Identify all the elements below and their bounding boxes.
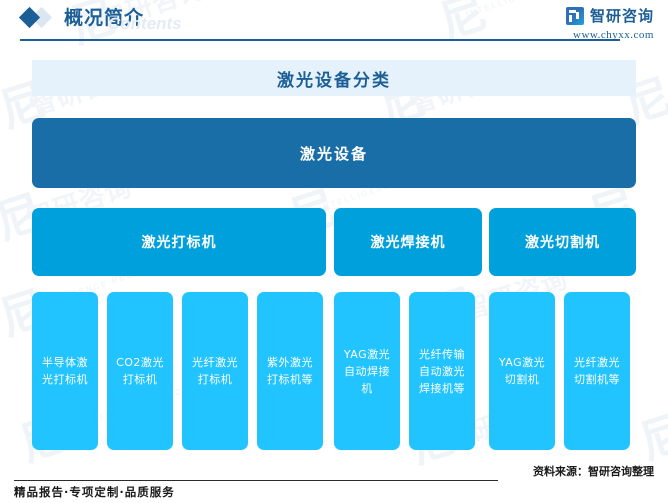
tree-leaf-fiber-welding[interactable]: 光纤传输自动激光焊接机等 xyxy=(409,292,475,450)
tree-leaf-co2-marking[interactable]: CO2激光打标机 xyxy=(107,292,173,450)
header-title-group: 概况简介 xyxy=(18,6,145,30)
tree-leaf-fiber-cutting[interactable]: 光纤激光切割机等 xyxy=(564,292,630,450)
chart-title-band: 激光设备分类 xyxy=(32,60,636,96)
tree-leaf-fiber-marking[interactable]: 光纤激光打标机 xyxy=(182,292,248,450)
chart-title: 激光设备分类 xyxy=(277,70,391,91)
brand-logo: 智研咨询 www.chyxx.com xyxy=(565,5,654,41)
brand-mark-icon xyxy=(565,6,584,25)
watermark-logo: 尼 xyxy=(633,406,668,469)
header-ghost-text: Contents xyxy=(108,14,182,33)
tree-node-branch-marking[interactable]: 激光打标机 xyxy=(32,208,326,276)
page-header: 概况简介 Contents 智研咨询 www.chyxx.com xyxy=(0,0,668,46)
brand-url: www.chyxx.com xyxy=(573,29,654,41)
tree-leaf-yag-welding[interactable]: YAG激光自动焊接机 xyxy=(334,292,400,450)
brand-name: 智研咨询 xyxy=(589,7,654,25)
diamond-icon xyxy=(18,6,54,30)
tree-leaf-semiconductor-marking[interactable]: 半导体激光打标机 xyxy=(32,292,98,450)
tree-leaf-yag-cutting[interactable]: YAG激光切割机 xyxy=(489,292,555,450)
footer-slogan: 精品报告·专项定制·品质服务 xyxy=(14,485,175,499)
page-title: 概况简介 xyxy=(64,7,145,29)
tree-node-root[interactable]: 激光设备 xyxy=(32,118,636,188)
tree-leaf-uv-marking[interactable]: 紫外激光打标机等 xyxy=(257,292,323,450)
brand-logo-row: 智研咨询 xyxy=(565,5,654,26)
tree-node-branch-cutting[interactable]: 激光切割机 xyxy=(489,208,636,276)
footer-divider xyxy=(14,480,498,481)
tree-node-branch-welding[interactable]: 激光焊接机 xyxy=(334,208,482,276)
source-note: 资料来源：智研咨询整理 xyxy=(533,465,654,478)
header-divider xyxy=(20,39,620,41)
